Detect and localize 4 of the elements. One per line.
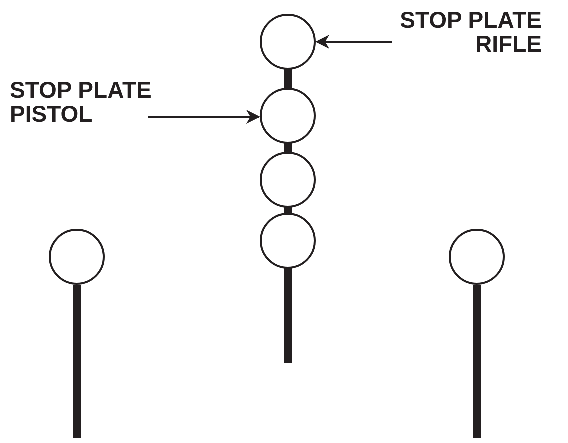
callout-label: STOP PLATE PISTOL bbox=[10, 78, 170, 126]
arrow bbox=[316, 35, 392, 49]
callout-label: STOP PLATE RIFLE bbox=[392, 8, 542, 56]
arrow bbox=[148, 110, 260, 124]
